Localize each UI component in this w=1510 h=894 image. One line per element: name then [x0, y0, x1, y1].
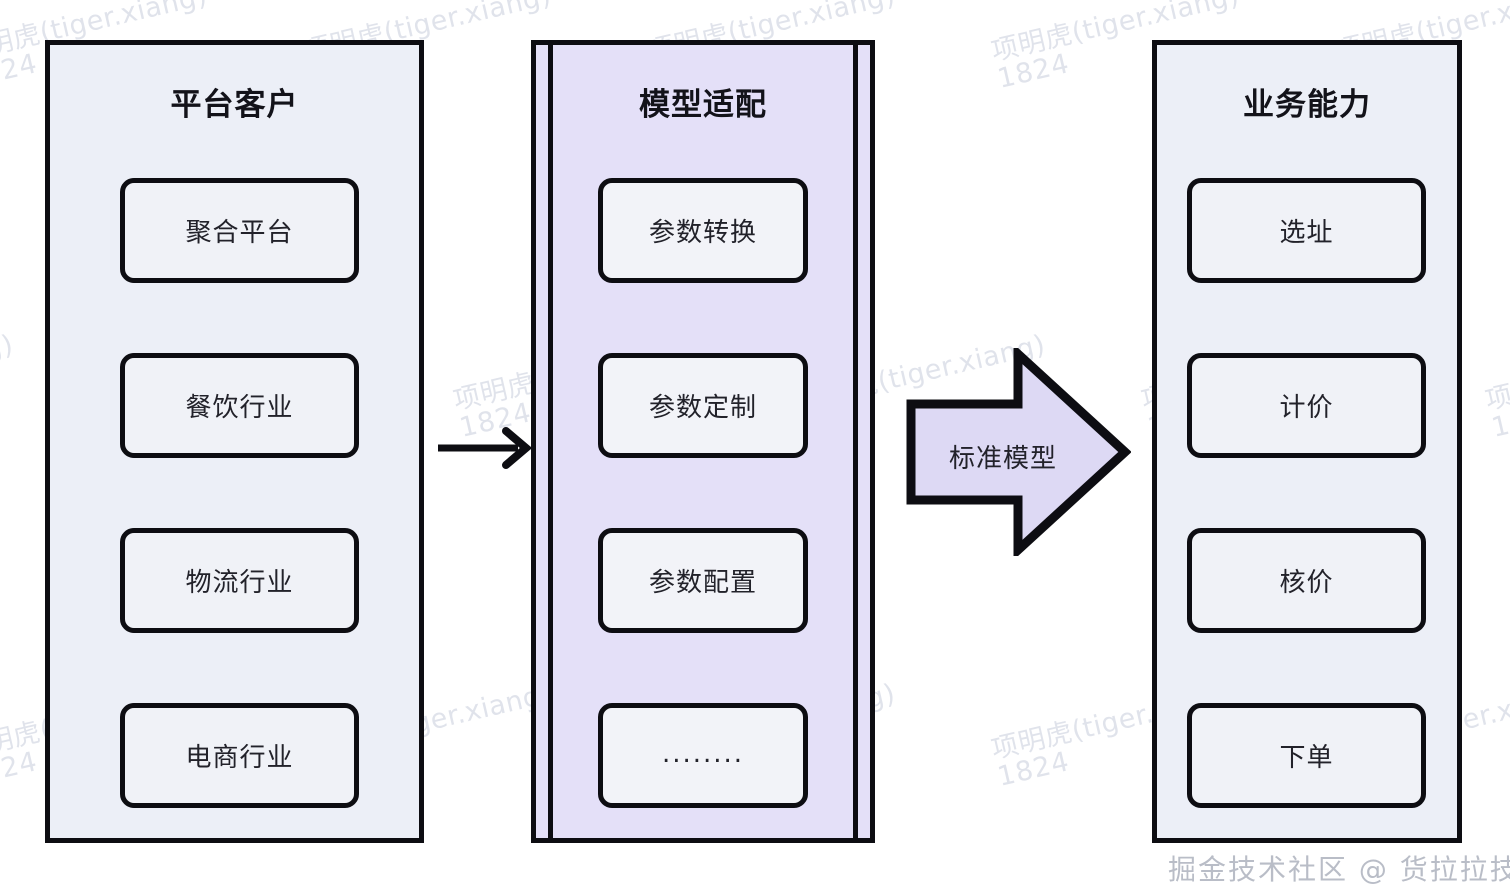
panel-title-business-capability: 业务能力	[1243, 87, 1371, 123]
node-label: 参数转换	[648, 218, 757, 248]
node-parameter-conversion[interactable]: 参数转换	[598, 178, 808, 283]
panel-model-adaptation: 模型适配 参数转换 参数定制 参数配置 ........	[531, 40, 875, 843]
node-aggregation-platform[interactable]: 聚合平台	[120, 178, 359, 283]
panel-title-platform-customers: 平台客户	[170, 87, 299, 123]
footer-credit: 掘金技术社区 @ 货拉拉技术	[1168, 853, 1510, 886]
panel-business-capability: 业务能力 选址 计价 核价 下单	[1152, 40, 1462, 843]
node-more-ellipsis[interactable]: ........	[598, 703, 808, 808]
node-parameter-customization[interactable]: 参数定制	[598, 353, 808, 458]
node-pricing[interactable]: 计价	[1187, 353, 1426, 458]
node-label: ........	[661, 738, 745, 769]
node-label: 电商行业	[185, 743, 294, 773]
arrow-standard-model-label: 标准模型	[948, 444, 1057, 474]
node-label: 选址	[1279, 218, 1334, 248]
node-parameter-configuration[interactable]: 参数配置	[598, 528, 808, 633]
node-label: 参数定制	[648, 393, 757, 423]
panel-divider-right	[853, 40, 858, 843]
panel-divider-left	[548, 40, 553, 843]
node-label: 物流行业	[185, 568, 294, 598]
node-label: 核价	[1279, 568, 1334, 598]
node-label: 计价	[1279, 393, 1334, 423]
node-label: 参数配置	[648, 568, 757, 598]
node-price-verification[interactable]: 核价	[1187, 528, 1426, 633]
node-logistics-industry[interactable]: 物流行业	[120, 528, 359, 633]
node-label: 聚合平台	[185, 218, 294, 248]
node-label: 餐饮行业	[185, 393, 294, 423]
node-ecommerce-industry[interactable]: 电商行业	[120, 703, 359, 808]
node-label: 下单	[1279, 743, 1334, 773]
node-place-order[interactable]: 下单	[1187, 703, 1426, 808]
node-site-selection[interactable]: 选址	[1187, 178, 1426, 283]
node-catering-industry[interactable]: 餐饮行业	[120, 353, 359, 458]
arrow-customers-to-model	[438, 427, 533, 469]
panel-platform-customers: 平台客户 聚合平台 餐饮行业 物流行业 电商行业	[45, 40, 424, 843]
arrow-standard-model	[906, 348, 1131, 556]
panel-title-model-adaptation: 模型适配	[639, 87, 767, 123]
